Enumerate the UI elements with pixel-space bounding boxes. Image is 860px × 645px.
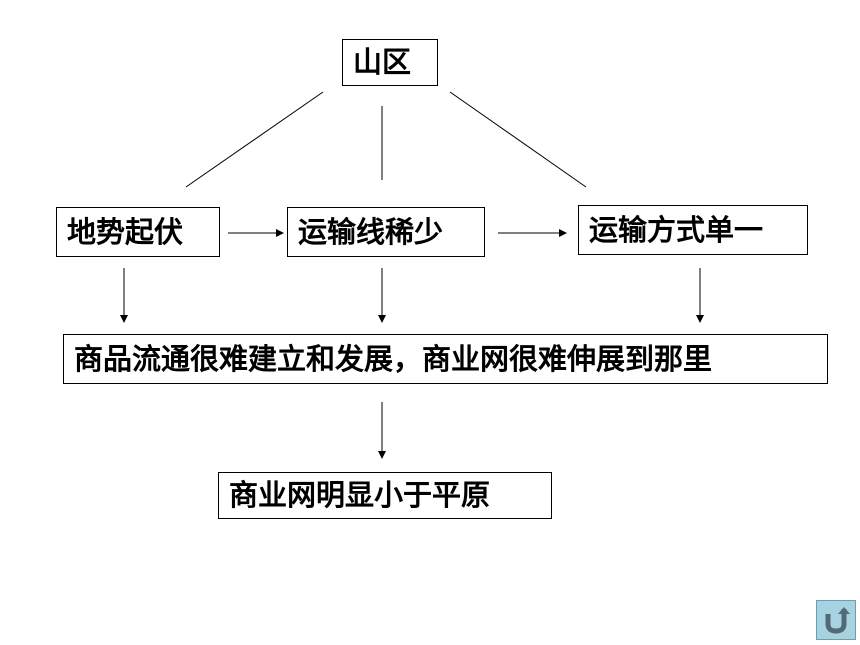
node-result-label: 商业网明显小于平原 <box>229 478 491 512</box>
return-arrow-icon <box>825 607 850 634</box>
node-transport-mode: 运输方式单一 <box>578 205 808 255</box>
node-mountain: 山区 <box>342 39 438 86</box>
node-mountain-label: 山区 <box>353 45 412 79</box>
branch-line-right <box>449 91 587 188</box>
node-terrain: 地势起伏 <box>56 207 220 257</box>
node-commerce-label: 商品流通很难建立和发展，商业网很难伸展到那里 <box>74 341 713 376</box>
node-transport-lines: 运输线稀少 <box>287 207 485 257</box>
branch-line-left <box>185 91 324 188</box>
node-result: 商业网明显小于平原 <box>218 472 552 519</box>
node-terrain-label: 地势起伏 <box>67 214 184 249</box>
node-transport-mode-label: 运输方式单一 <box>589 212 764 247</box>
node-transport-lines-label: 运输线稀少 <box>298 214 444 249</box>
return-button[interactable] <box>816 600 856 640</box>
node-commerce: 商品流通很难建立和发展，商业网很难伸展到那里 <box>63 334 828 384</box>
